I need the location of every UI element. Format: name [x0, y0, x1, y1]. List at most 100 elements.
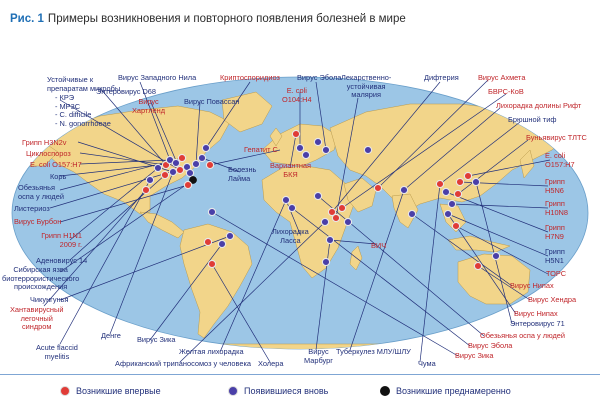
- label-monkeypox-right: Обезьянья оспа у людей: [480, 331, 566, 340]
- label-adenovirus: Аденовирус 14: [36, 256, 88, 265]
- emerging-marker: [451, 221, 461, 231]
- south-america: [179, 223, 253, 339]
- leader-line: [477, 265, 531, 301]
- legend: Возникшие впервые Появившиеся вновь Возн…: [0, 374, 600, 411]
- reemerging-marker: [313, 137, 323, 147]
- label-resistant-title: Устойчивые к препаратам микробы: [47, 75, 121, 93]
- label-measles: Корь: [50, 172, 67, 181]
- label-h7n9: Грипп H7N9: [545, 223, 565, 241]
- leader-line: [451, 203, 549, 209]
- reemerging-marker: [399, 185, 409, 195]
- label-diphtheria: Дифтерия: [424, 73, 459, 82]
- label-vcjd: Вариантная БКЯ: [270, 161, 312, 179]
- label-powassan: Вирус Повассан: [184, 97, 240, 106]
- label-cholera: Холера: [258, 359, 284, 368]
- label-h10n8: Грипп H10N8: [545, 199, 569, 217]
- leader-line: [205, 81, 251, 149]
- emerging-marker: [463, 171, 473, 181]
- leader-lines: [43, 79, 551, 363]
- leader-line: [59, 235, 231, 301]
- label-hendra: Вирус Хендра: [528, 295, 577, 304]
- leader-line: [209, 149, 281, 166]
- outbreak-markers: [141, 129, 501, 271]
- label-marburg: Вирус Марбург: [304, 347, 333, 365]
- label-monkeypox-left: Обезьянья оспа у людей: [18, 183, 64, 201]
- reemerging-marker: [471, 177, 481, 187]
- reemerging-marker: [185, 168, 195, 178]
- label-ecoli-o157-left: E. coli O157:H7: [30, 160, 82, 169]
- leader-line: [59, 99, 181, 171]
- leader-line: [109, 171, 174, 335]
- label-nipah: Вирус Нипах: [514, 309, 558, 318]
- label-nipah-top: Вирус Нипах: [510, 281, 554, 290]
- label-sars: ТОРС: [546, 269, 567, 278]
- leader-line: [455, 225, 549, 275]
- label-tb: Туберкулез МЛУ/ШЛУ: [336, 347, 411, 356]
- reemerging-marker: [447, 199, 457, 209]
- uk: [269, 127, 283, 147]
- label-zika-left: Вирус Зика: [137, 335, 176, 344]
- africa: [261, 165, 355, 279]
- emerging-marker: [331, 213, 341, 223]
- label-rift: Лихорадка долины Рифт: [496, 101, 582, 110]
- reemerging-marker: [281, 195, 291, 205]
- reemerging-marker: [441, 187, 451, 197]
- emerging-marker: [337, 203, 347, 213]
- label-drug-malaria: Лекарственно- устойчивая малярия: [341, 73, 392, 100]
- leader-line: [349, 189, 405, 351]
- emerging-marker: [455, 177, 465, 187]
- label-ecoli-o157-right: E. coli O157:H7: [545, 151, 575, 169]
- reemerging-marker: [325, 235, 335, 245]
- japan: [519, 149, 535, 179]
- leader-line: [285, 199, 301, 235]
- emerging-marker: [207, 259, 217, 269]
- greenland: [221, 91, 273, 133]
- leader-line: [99, 87, 167, 166]
- label-bourbon: Вирус Бурбон: [14, 217, 62, 226]
- label-trypanosomiasis: Африканский трипаносомоз у человека: [115, 359, 251, 368]
- reemerging-marker: [201, 143, 211, 153]
- leader-line: [335, 97, 359, 219]
- label-listeriosis: Листериоз: [14, 204, 50, 213]
- leader-line: [79, 152, 167, 166]
- leader-line: [447, 213, 517, 315]
- label-west-nile: Вирус Западного Нила: [118, 73, 197, 82]
- label-h1n1: Грипп H1N1 2009 г.: [41, 231, 82, 249]
- label-hiv: ВИЧ: [371, 241, 387, 250]
- label-lassa: Лихорадка Ласса: [272, 227, 309, 245]
- label-hantavirus: Хантавирусный легочный синдром: [10, 305, 64, 332]
- reemerging-marker: [153, 163, 163, 173]
- label-resistant-list: - КРЭ - MP3C - C. difficile - N. gonorrh…: [55, 93, 111, 128]
- reemerging-marker: [407, 209, 417, 219]
- leader-line: [201, 157, 241, 173]
- india: [391, 193, 419, 229]
- leader-line: [445, 191, 549, 233]
- label-zika-right: Вирус Зика: [455, 351, 494, 360]
- leader-line: [219, 199, 287, 353]
- reemerging-marker: [301, 150, 311, 160]
- label-cryptosporidiosis: Криптоспоридиоз: [220, 73, 280, 82]
- reemerging-marker: [207, 207, 217, 217]
- reemerging-marker: [321, 257, 331, 267]
- emerging-marker: [435, 179, 445, 189]
- label-cyclospora: Циклоспороз: [26, 149, 71, 158]
- label-brsv: БВРС-КоВ: [488, 87, 524, 96]
- reemerging-marker: [321, 145, 331, 155]
- reemerging-marker: [168, 167, 178, 177]
- leader-line: [195, 101, 201, 165]
- reemerging-marker: [225, 231, 235, 241]
- label-heartland: Вирус Хартленд: [132, 97, 166, 115]
- label-ecoli-o104: E. coli O104:H4: [282, 86, 312, 104]
- leader-line: [291, 207, 471, 347]
- leader-line: [439, 121, 521, 185]
- leader-line: [457, 139, 529, 195]
- arabia: [343, 177, 377, 213]
- figure-number: Рис. 1: [10, 13, 44, 25]
- figure-title-text: Примеры возникновения и повторного появл…: [47, 13, 406, 25]
- label-hepatitis-c: Гепатит С: [244, 145, 278, 154]
- emerging-marker: [291, 129, 301, 139]
- blue-dot-icon: [228, 386, 238, 396]
- label-h3n2v: Грипп H3N2v: [22, 138, 67, 147]
- leader-line: [59, 157, 183, 191]
